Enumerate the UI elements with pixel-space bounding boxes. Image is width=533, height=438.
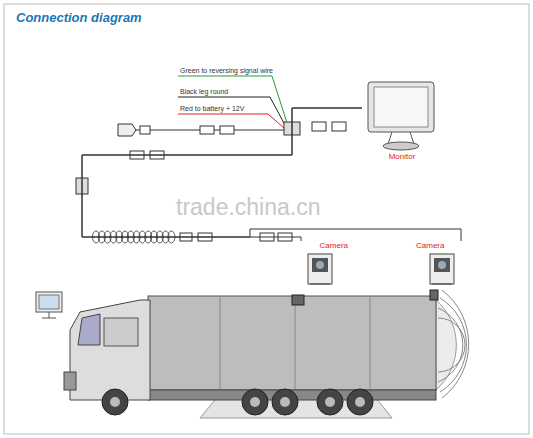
watermark: trade.china.cn — [176, 194, 320, 221]
drawing-stroke — [110, 397, 365, 407]
drawing-stroke — [310, 284, 330, 285]
drawing-stroke — [436, 300, 456, 390]
node-label: Camera — [296, 241, 348, 250]
drawing-stroke — [430, 254, 454, 284]
drawing-stroke — [430, 290, 438, 300]
drawing-stroke — [36, 292, 62, 312]
drawing-stroke — [64, 372, 76, 390]
wire-label: Black leg round — [180, 88, 228, 95]
camera-node: Camera — [416, 241, 466, 290]
cable-connector — [82, 108, 362, 241]
drawing-stroke — [438, 261, 446, 269]
drawing-stroke — [368, 82, 434, 132]
monitor-node: Monitor — [362, 78, 442, 161]
drawing-stroke — [432, 284, 452, 285]
drawing-stroke — [78, 314, 100, 345]
drawing-stroke — [242, 389, 268, 415]
drawing-stroke — [316, 261, 324, 269]
drawing-stroke — [438, 290, 469, 398]
drawing-stroke — [374, 87, 428, 127]
monitor-icon — [362, 78, 442, 152]
node-label: Monitor — [362, 152, 442, 161]
drawing-stroke — [178, 76, 288, 126]
truck — [36, 290, 469, 418]
drawing-stroke — [312, 258, 328, 272]
drawing-stroke — [312, 122, 326, 131]
drawing-stroke — [42, 312, 56, 318]
drawing-stroke — [308, 254, 332, 284]
drawing-stroke — [148, 296, 436, 390]
drawing-stroke — [347, 389, 373, 415]
drawing-stroke — [220, 296, 370, 390]
drawing-stroke — [355, 397, 365, 407]
drawing-stroke — [434, 258, 450, 272]
power-wires — [130, 76, 290, 130]
camera-icon — [296, 250, 348, 290]
connectors — [76, 122, 346, 241]
frame — [4, 4, 529, 434]
drawing-stroke — [272, 389, 298, 415]
drawing-stroke — [220, 126, 234, 134]
drawing-stroke — [102, 389, 128, 415]
drawing-stroke — [292, 295, 304, 305]
wire-label: Green to reversing signal wire — [180, 67, 273, 74]
drawing-stroke — [118, 124, 136, 136]
drawing-stroke — [383, 142, 419, 150]
drawing-stroke — [280, 397, 290, 407]
camera-icon — [416, 250, 466, 290]
drawing-stroke — [200, 126, 214, 134]
camera-node: Camera — [296, 241, 348, 290]
drawing-stroke — [110, 397, 120, 407]
wire-label: Red to battery + 12V — [180, 105, 244, 112]
diagram-title: Connection diagram — [16, 10, 142, 25]
node-label: Camera — [416, 241, 466, 250]
drawing-stroke — [325, 397, 335, 407]
drawing-stroke — [70, 300, 150, 400]
drawing-stroke — [140, 126, 150, 134]
drawing-stroke — [317, 389, 343, 415]
drawing-stroke — [332, 122, 346, 131]
drawing-stroke — [104, 318, 138, 346]
drawing-stroke — [102, 389, 373, 415]
drawing-stroke — [178, 97, 286, 127]
drawing-stroke — [39, 295, 59, 309]
drawing-stroke — [250, 397, 260, 407]
